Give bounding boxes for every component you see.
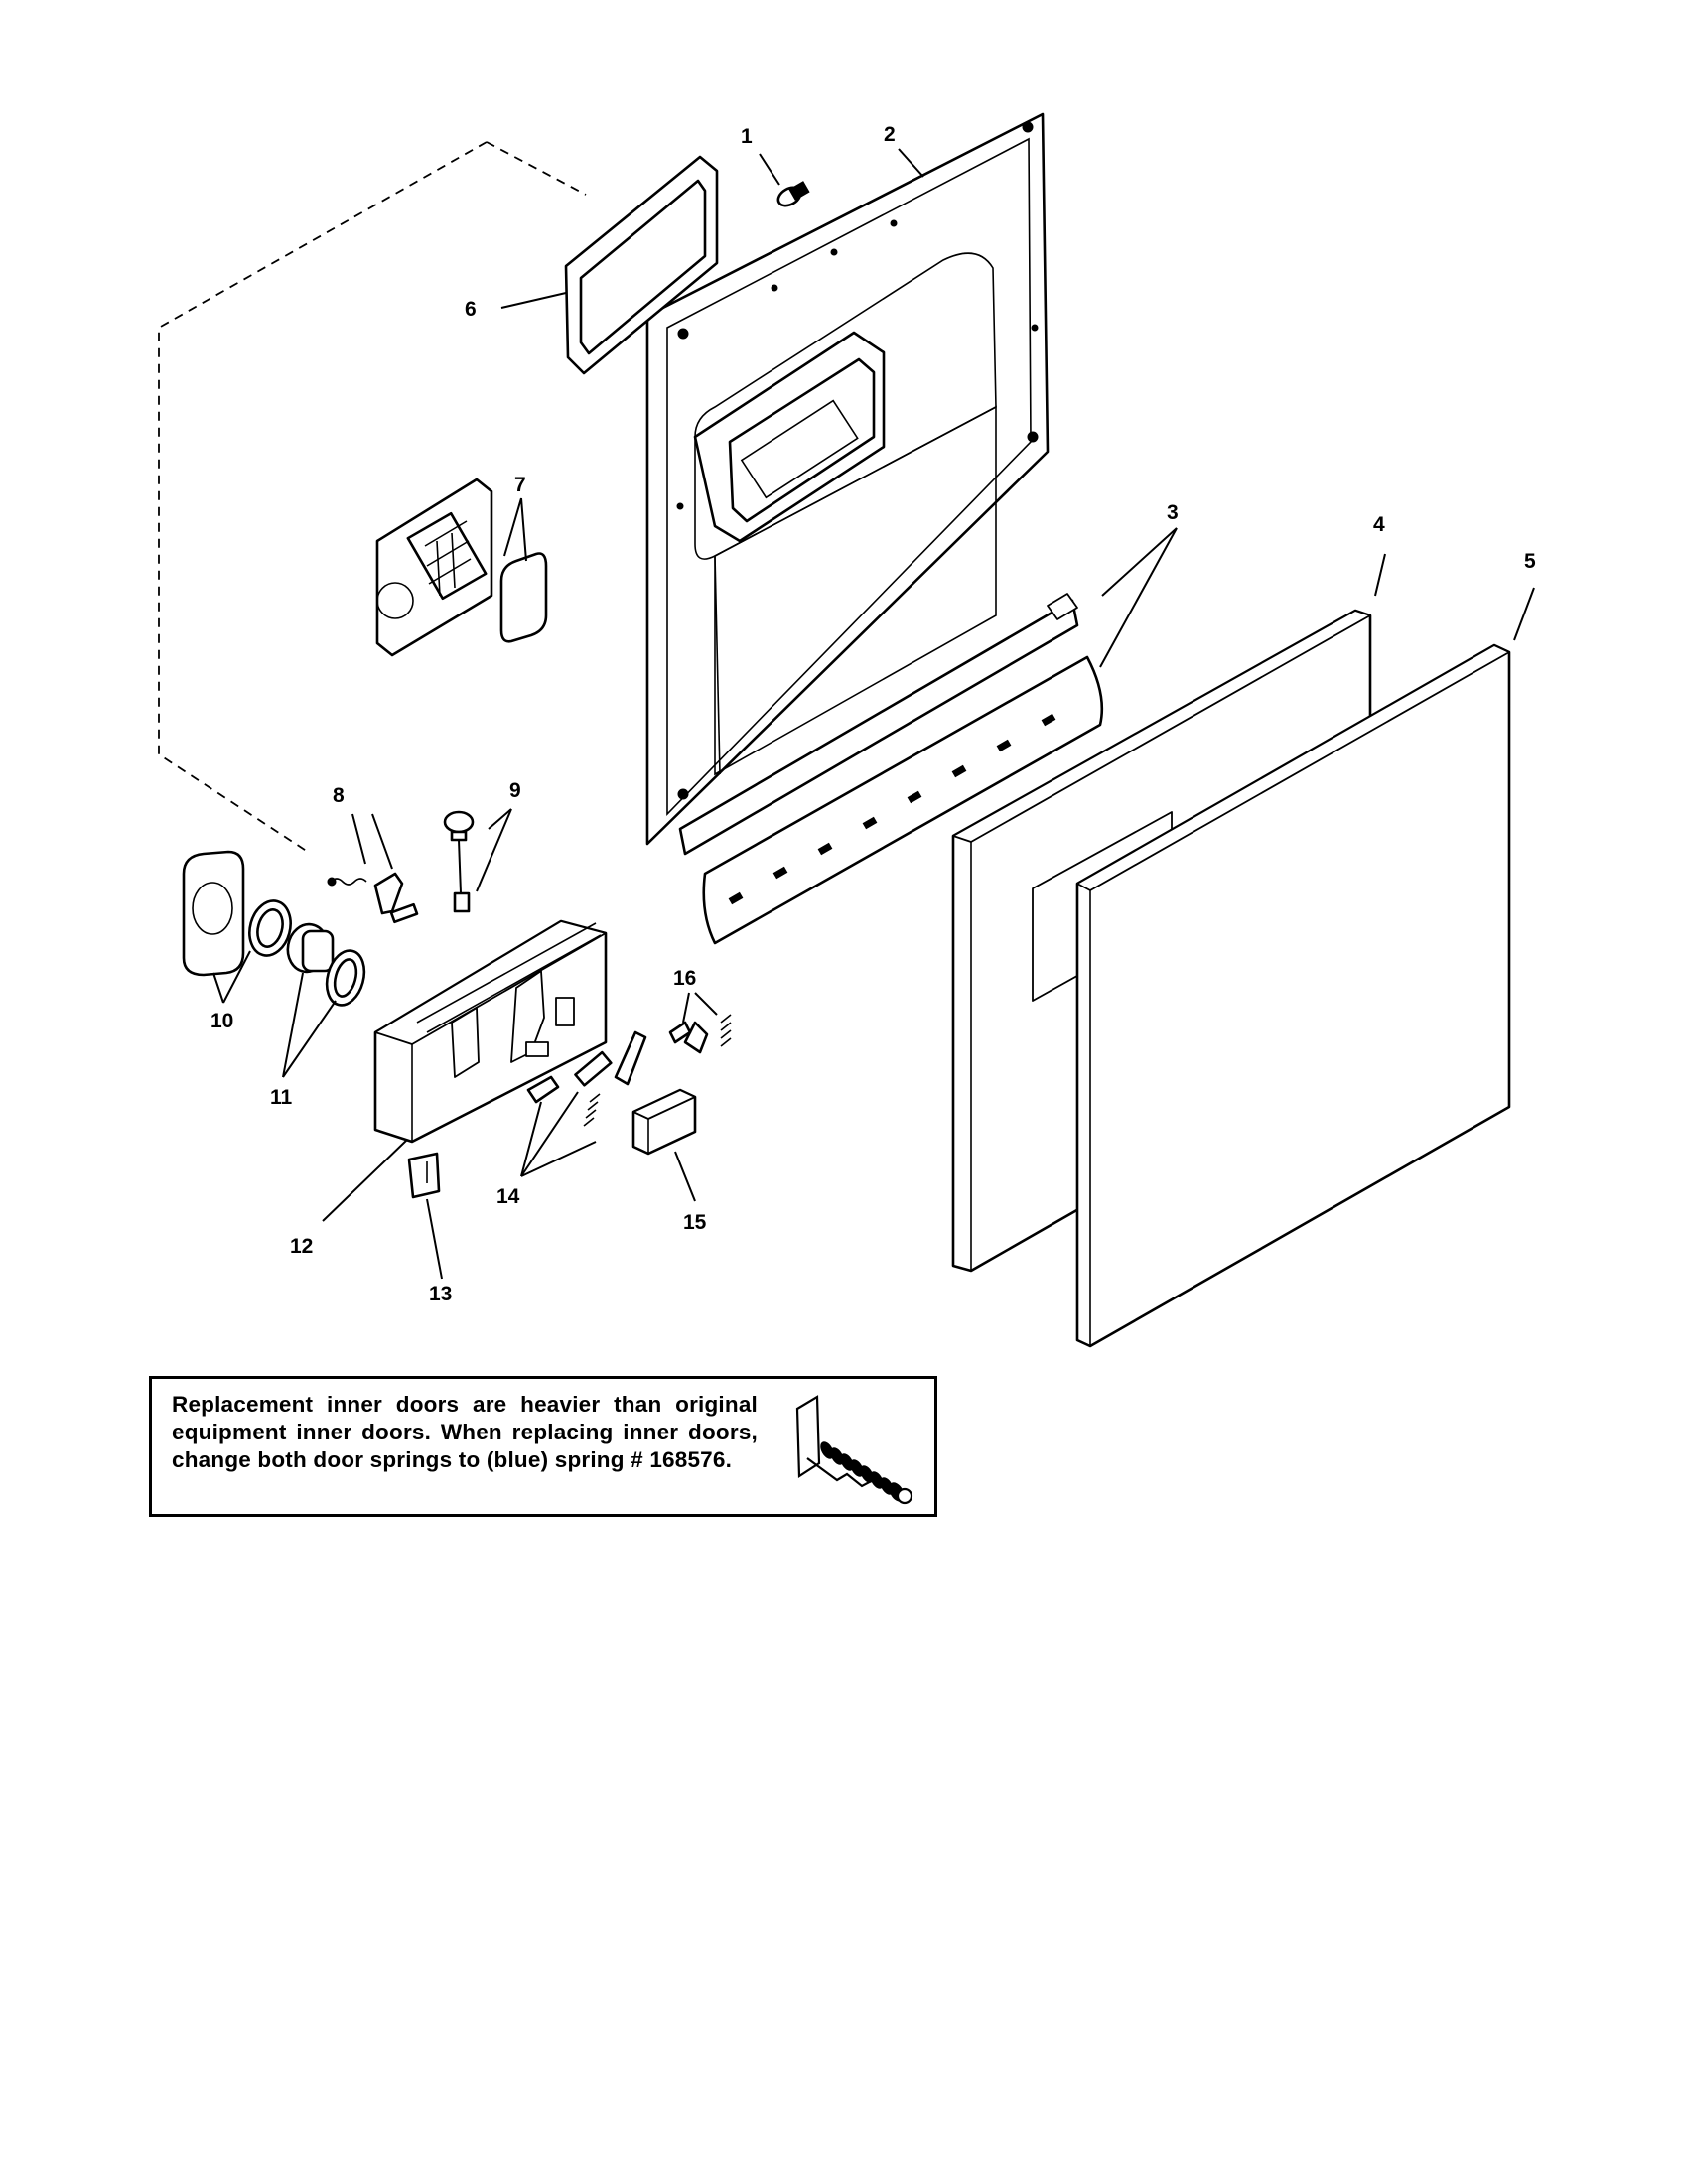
inner-door-panel	[645, 112, 1079, 856]
callout-3: 3	[1167, 501, 1179, 524]
note-text-end: .	[725, 1447, 733, 1472]
callout-4: 4	[1373, 513, 1385, 536]
callout-11: 11	[270, 1086, 293, 1109]
spring-replacement-note: Replacement inner doors are heavier than…	[149, 1376, 937, 1517]
door-panel-outer	[1075, 643, 1511, 1348]
dashed-connector	[158, 141, 587, 853]
callout-1: 1	[741, 125, 753, 148]
callout-6: 6	[465, 298, 477, 321]
vent-filter	[499, 552, 548, 643]
callout-8: 8	[333, 784, 345, 807]
actuator-pin	[443, 810, 475, 913]
spring-part-number: 168576	[649, 1447, 726, 1472]
callout-16: 16	[673, 967, 696, 990]
door-spring-icon	[795, 1395, 913, 1505]
door-switch	[632, 1088, 697, 1156]
switch-bracket	[407, 1152, 441, 1199]
leader-lines	[212, 148, 1535, 1280]
note-text-body: Replacement inner doors are heavier than…	[172, 1392, 758, 1472]
latch-housing	[373, 919, 608, 1144]
callout-15: 15	[683, 1211, 707, 1234]
callout-12: 12	[290, 1235, 313, 1258]
callout-13: 13	[429, 1283, 452, 1305]
latch-spring	[327, 872, 419, 924]
vent-gasket	[564, 155, 719, 375]
callout-9: 9	[509, 779, 521, 802]
callout-2: 2	[884, 123, 896, 146]
vent-grill	[375, 478, 493, 657]
latch-levers	[526, 1030, 647, 1127]
callout-5: 5	[1524, 550, 1536, 573]
callout-labels: 1 2 3 4 5 6 7 8 9 10 11 12 13 14 15 16	[210, 123, 1536, 1305]
callout-7: 7	[514, 474, 526, 496]
callout-10: 10	[210, 1010, 233, 1032]
latch-springs	[668, 1014, 732, 1054]
knob-rings	[286, 922, 366, 1007]
handle-bezel	[182, 850, 292, 977]
door-trim-strip	[702, 593, 1104, 945]
callout-14: 14	[496, 1185, 520, 1208]
note-text: Replacement inner doors are heavier than…	[172, 1391, 758, 1474]
screw-part	[776, 181, 810, 207]
